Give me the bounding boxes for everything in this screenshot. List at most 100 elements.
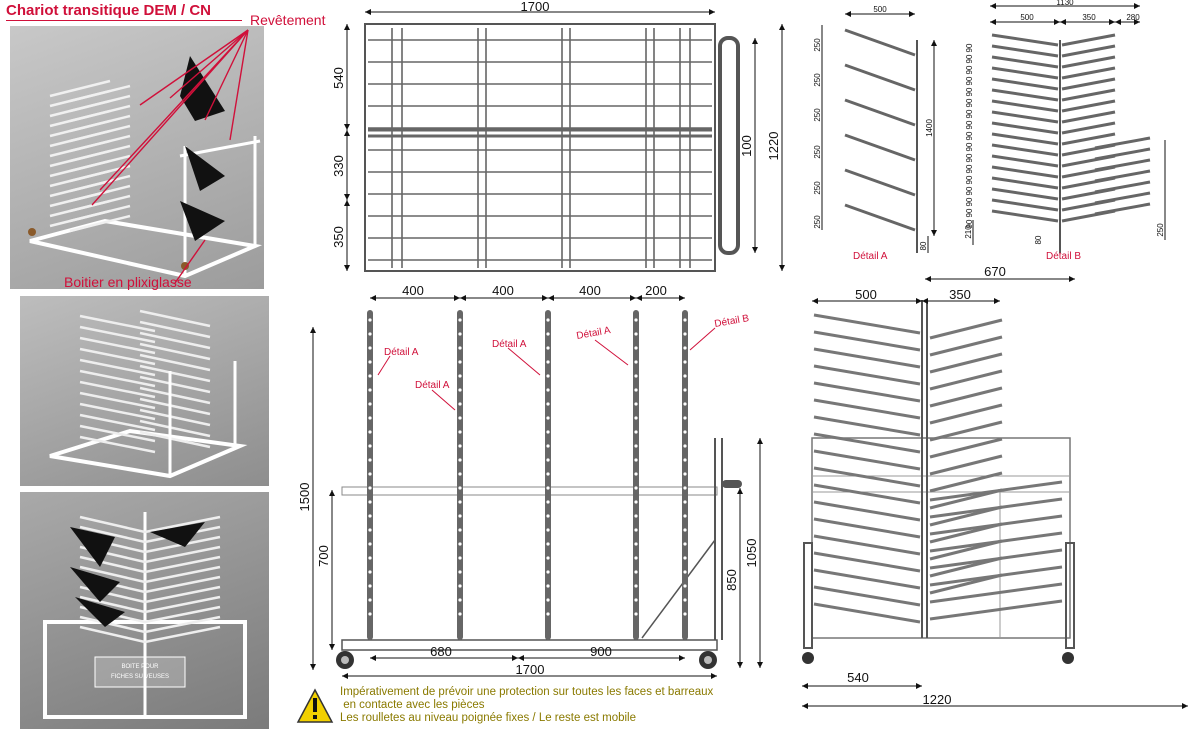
drawing-line: [1094, 158, 1151, 172]
upright-hole: [368, 388, 372, 392]
dim-b-pitch: 90: [965, 120, 974, 129]
upright-hole: [634, 500, 638, 504]
photo-cart-front: BOITE POUR FICHES SUIVEUSES: [20, 492, 269, 729]
dim-b-foot: 210: [964, 225, 973, 239]
drawing-line: [144, 565, 221, 584]
cart-drawing-1: [28, 56, 263, 279]
dim-front-bottom: 540: [847, 670, 869, 685]
drawing-line: [139, 408, 211, 427]
page-title: Chariot transitique DEM / CN: [6, 2, 212, 19]
photo-box-label-2: FICHES SUIVEUSES: [111, 674, 169, 680]
upright-hole: [683, 584, 687, 588]
drawing-line: [79, 402, 156, 421]
dim-b-pitch: 90: [965, 219, 974, 228]
upright-hole: [546, 444, 550, 448]
dim-top-row-2: 330: [331, 155, 346, 177]
dim-b-part-1: 500: [1020, 13, 1034, 22]
title-underline: [6, 20, 242, 21]
upright-hole: [458, 556, 462, 560]
upright-hole: [458, 528, 462, 532]
drawing-line: [49, 89, 111, 108]
drawing-line: [139, 320, 211, 339]
dim-a-pitch-3: 250: [813, 108, 822, 122]
upright-hole: [683, 542, 687, 546]
drawing-line: [144, 545, 221, 564]
dim-a-pitch-1: 250: [813, 38, 822, 52]
side-view: 400 400 400 200 1500 700 850 1050 680 90…: [297, 283, 763, 679]
upright-hole: [458, 402, 462, 406]
drawing-line: [1061, 121, 1116, 135]
drawing-line: [929, 497, 1063, 519]
side-detail-label-1: Détail A: [384, 347, 419, 358]
drawing-line: [813, 432, 921, 454]
dim-a-pitch-4: 250: [813, 145, 822, 159]
drawing-line: [1094, 202, 1151, 216]
drawing-line: [79, 314, 156, 333]
upright-hole: [546, 598, 550, 602]
upright-hole: [683, 346, 687, 350]
upright-hole: [634, 374, 638, 378]
drawing-line: [813, 347, 921, 369]
upright-hole: [368, 430, 372, 434]
drawing-line: [991, 44, 1059, 58]
dim-b-pitch: 90: [965, 87, 974, 96]
drawing-line: [1094, 169, 1151, 183]
upright-hole: [368, 500, 372, 504]
drawing-line: [991, 187, 1059, 201]
drawing-line: [49, 199, 111, 218]
drawing-line: [144, 585, 221, 604]
warning-line-1: Impérativement de prévoir une protection…: [340, 686, 714, 698]
dim-b-pitch: 90: [965, 186, 974, 195]
upright-hole: [683, 472, 687, 476]
drawing-line: [69, 214, 131, 233]
upright-hole: [546, 514, 550, 518]
drawing-line: [991, 121, 1059, 135]
upright-hole: [458, 542, 462, 546]
upright-hole: [634, 458, 638, 462]
drawing-line: [144, 615, 221, 634]
side-detail-label-2: Détail A: [415, 380, 450, 391]
drawing-line: [139, 331, 211, 350]
upright-hole: [368, 346, 372, 350]
drawing-line: [1094, 180, 1151, 194]
drawing-line: [813, 568, 921, 590]
detail-b-label: Détail B: [1046, 251, 1081, 262]
dim-a-pitch-6: 250: [813, 215, 822, 229]
drawing-line: [139, 419, 211, 438]
drawing-line: [929, 514, 1063, 536]
upright-hole: [683, 556, 687, 560]
drawing-line: [929, 369, 1003, 391]
drawing-line: [813, 330, 921, 352]
upright-hole: [368, 360, 372, 364]
upright-hole: [683, 318, 687, 322]
drawing-line: [49, 99, 111, 118]
dim-side-space-2: 400: [492, 283, 514, 298]
dim-b-pitch: 90: [965, 208, 974, 217]
drawing-line: [929, 582, 1063, 604]
drawing-line: [813, 517, 921, 539]
dim-top-depth: 1220: [766, 132, 781, 161]
drawing-line: [139, 397, 211, 416]
upright-hole: [634, 514, 638, 518]
dim-b-pitch: 90: [965, 164, 974, 173]
upright-hole: [546, 570, 550, 574]
upright-hole: [634, 528, 638, 532]
upright-hole: [683, 360, 687, 364]
dim-side-total: 1700: [516, 662, 545, 677]
dim-a-pitch-5: 250: [813, 181, 822, 195]
drawing-line: [144, 625, 221, 644]
upright-hole: [368, 528, 372, 532]
drawing-line: [79, 413, 156, 432]
drawing-line: [929, 599, 1063, 621]
side-detail-label-5: Détail B: [714, 313, 751, 330]
upright-hole: [458, 360, 462, 364]
detail-a-label: Détail A: [853, 251, 888, 262]
upright-hole: [634, 542, 638, 546]
drawing-line: [844, 28, 916, 57]
drawing-line: [144, 575, 221, 594]
drawing-line: [929, 548, 1063, 570]
upright-hole: [683, 528, 687, 532]
upright-hole: [458, 570, 462, 574]
drawing-line: [991, 176, 1059, 190]
dim-top-row-1: 540: [331, 67, 346, 89]
